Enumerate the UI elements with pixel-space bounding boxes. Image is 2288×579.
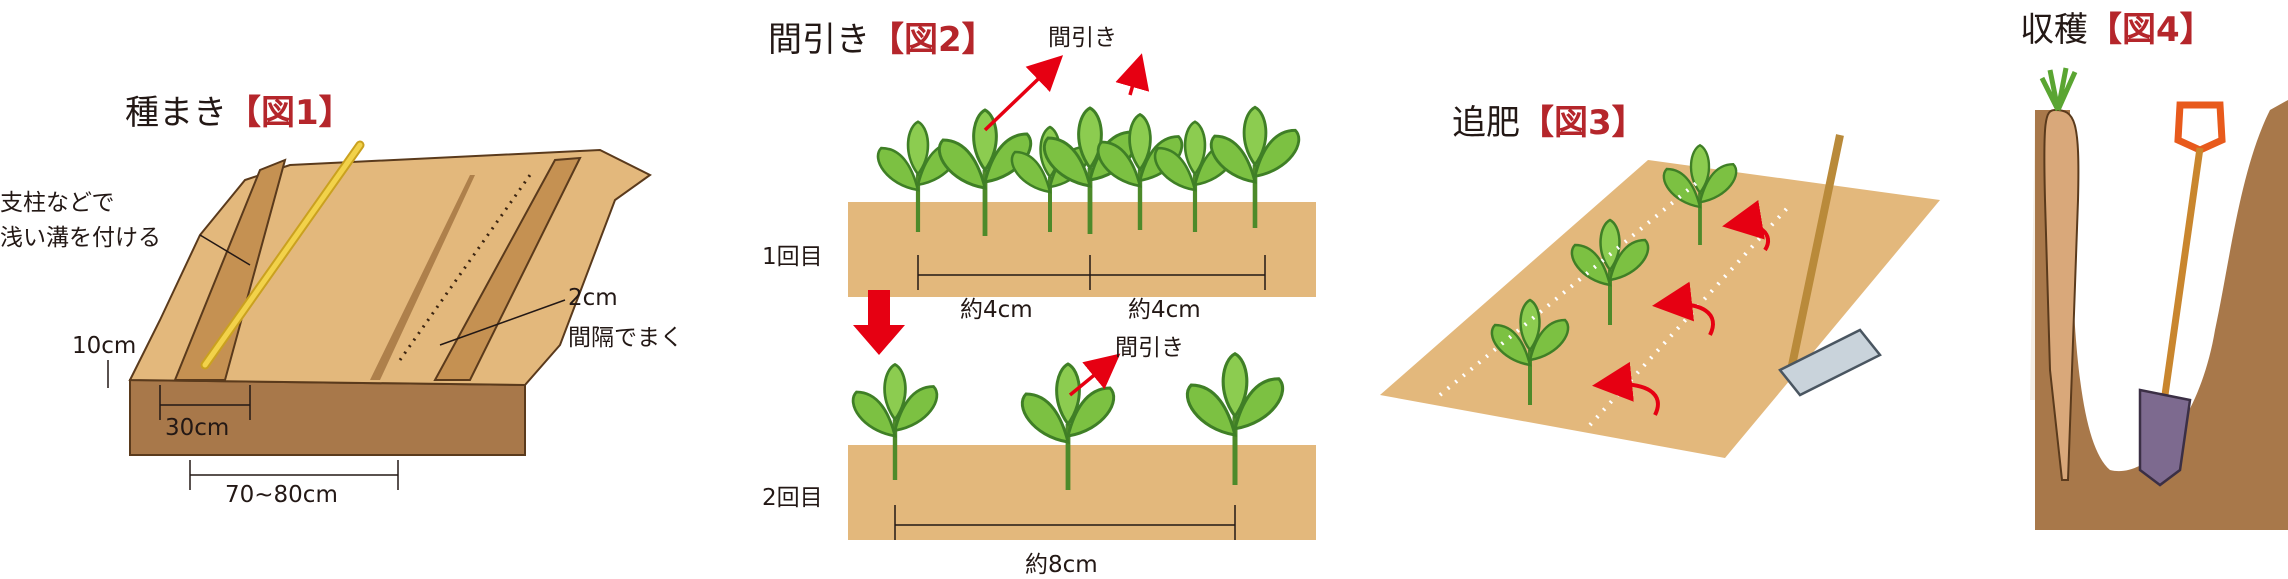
fig1-title: 種まき【図1】 — [125, 85, 353, 134]
fig2-thin-bottom: 間引き — [1115, 335, 1184, 361]
fig1-note-line2: 浅い溝を付ける — [0, 225, 161, 251]
fig1-sow-interval: 2cm — [568, 285, 618, 311]
fig3-fertilizing-illustration — [1380, 134, 1940, 458]
fig1-title-text: 種まき — [125, 93, 227, 133]
fig2-thinning-illustration — [848, 53, 1316, 540]
fig4-harvest-illustration — [2030, 67, 2288, 530]
fig1-note-line1: 支柱などで — [0, 190, 115, 216]
fig2-title-text: 間引き — [768, 20, 870, 60]
fig2-gap2: 約8cm — [1025, 552, 1098, 578]
fig2-round2: 2回目 — [762, 485, 823, 511]
fig1-spacing-label: 70~80cm — [225, 482, 338, 508]
fig4-label: 【図4】 — [2088, 10, 2214, 50]
fig2-gap1b: 約4cm — [1128, 297, 1201, 323]
fig2-title: 間引き【図2】 — [768, 12, 996, 61]
fig4-title-text: 収穫 — [2020, 10, 2088, 50]
fig2-label: 【図2】 — [870, 20, 996, 60]
fig3-title: 追肥【図3】 — [1452, 95, 1646, 144]
fig1-sow-note: 間隔でまく — [568, 325, 683, 351]
fig3-title-text: 追肥 — [1452, 103, 1520, 143]
fig3-label: 【図3】 — [1520, 103, 1646, 143]
fig2-round1: 1回目 — [762, 244, 823, 270]
fig4-title: 収穫【図4】 — [2020, 2, 2214, 51]
fig2-thin-top: 間引き — [1048, 25, 1117, 51]
fig1-label: 【図1】 — [227, 93, 353, 133]
fig2-gap1a: 約4cm — [960, 297, 1033, 323]
fig1-width-label: 30cm — [165, 415, 230, 441]
fig1-depth-label: 10cm — [72, 333, 137, 359]
fig1-sowing-illustration — [107, 140, 652, 490]
